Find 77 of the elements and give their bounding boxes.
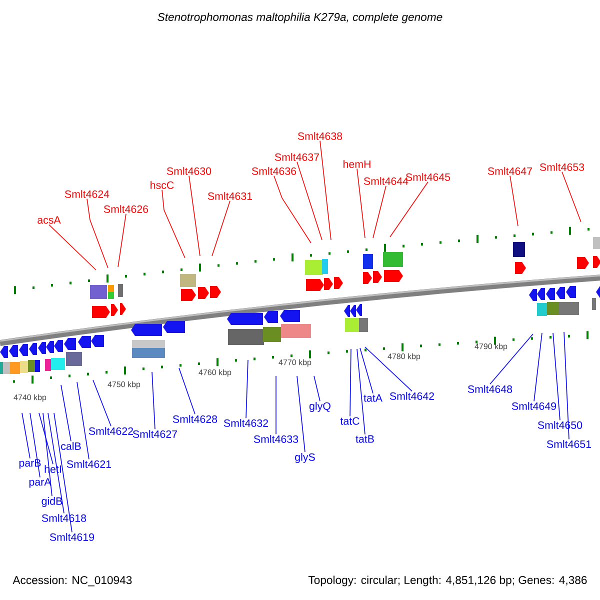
- gene-label: Smlt4622: [88, 427, 133, 435]
- leader-line: [60, 384, 72, 442]
- gene-label: Smlt4651: [546, 440, 592, 448]
- gene-label: Smlt4626: [104, 205, 148, 213]
- gene-label: tatA: [364, 394, 382, 402]
- leader-line: [390, 181, 428, 238]
- gene-label: Smlt4649: [512, 402, 556, 410]
- leader-line: [274, 175, 312, 244]
- gene-label: calB: [61, 442, 81, 450]
- leader-line: [490, 334, 534, 385]
- gene-label: acsA: [38, 216, 61, 224]
- gene-label: glyS: [295, 453, 315, 463]
- leader-line: [364, 346, 412, 392]
- leader-line: [76, 382, 90, 460]
- leader-line: [510, 175, 518, 226]
- gene-label: Smlt4645: [406, 173, 450, 181]
- gene-label: Smlt4632: [224, 419, 268, 427]
- gene-label: Smlt4630: [166, 167, 212, 175]
- leader-line: [48, 224, 96, 270]
- gene-label: gidB: [42, 497, 62, 507]
- leader-line: [48, 412, 64, 514]
- gene-label: parA: [29, 478, 52, 488]
- gene-label: Smlt4638: [298, 132, 342, 140]
- footer-text: Accession: NC_010943: [12, 576, 132, 586]
- gene-label: Smlt4619: [50, 533, 94, 541]
- leader-line: [86, 198, 108, 268]
- gene-label: Smlt4631: [208, 192, 252, 200]
- leader-line: [314, 376, 320, 402]
- leader-line: [188, 175, 200, 256]
- leader-line: [350, 348, 352, 417]
- scale-label: 4790 kbp: [474, 343, 508, 351]
- leader-line: [372, 185, 386, 238]
- gene-label: Smlt4627: [132, 430, 177, 438]
- leader-line: [534, 332, 542, 402]
- scale-label: 4770 kbp: [278, 359, 312, 367]
- gene-label: Smlt4653: [540, 163, 584, 171]
- leader-line: [356, 348, 366, 435]
- gene-label: Smlt4644: [364, 177, 408, 185]
- gene-label: Smlt4648: [468, 385, 512, 393]
- leader-line: [296, 376, 306, 452]
- gene-label: Smlt4628: [172, 415, 218, 423]
- leader-line: [246, 360, 248, 419]
- leader-line: [552, 332, 560, 421]
- scale-label: 4760 kbp: [198, 369, 232, 377]
- gene-label: Smlt4642: [390, 392, 434, 400]
- leader-line: [562, 171, 582, 222]
- gene-label: Smlt4624: [64, 190, 110, 198]
- leader-line: [564, 332, 570, 440]
- leader-line: [38, 412, 54, 465]
- gene-label: Smlt4636: [252, 167, 296, 175]
- leader-line: [320, 140, 332, 240]
- leader-line: [162, 189, 186, 258]
- gene-label: Smlt4637: [274, 153, 319, 161]
- scale-label: 4740 kbp: [14, 394, 46, 402]
- leader-line: [152, 372, 156, 430]
- gene-label: hemH: [344, 160, 370, 168]
- scale-label: 4780 kbp: [388, 353, 420, 361]
- leader-line: [92, 380, 112, 427]
- gene-label: hscC: [150, 181, 174, 189]
- footer-text: Topology: circular; Length: 4,851,126 bp; Genes: 4,386: [308, 576, 587, 586]
- gene-label: Smlt4647: [488, 167, 532, 175]
- gene-label: Smlt4633: [254, 435, 298, 443]
- gene-label: Smlt4621: [66, 460, 111, 468]
- title: Stenotrophomonas maltophilia K279a, complete genome: [158, 12, 442, 24]
- gene-label: glyQ: [309, 402, 330, 412]
- leader-line: [356, 168, 366, 238]
- leader-line: [178, 368, 196, 415]
- leader-line: [118, 213, 126, 268]
- leader-line: [22, 412, 30, 459]
- leader-line: [42, 412, 52, 496]
- leader-line: [296, 161, 322, 240]
- leader-line: [212, 200, 230, 256]
- gene-label: tatB: [356, 435, 374, 443]
- scale-label: 4750 kbp: [108, 381, 140, 389]
- gene-label: tatC: [340, 417, 360, 425]
- leader-line: [54, 412, 72, 533]
- leader-line: [360, 348, 374, 394]
